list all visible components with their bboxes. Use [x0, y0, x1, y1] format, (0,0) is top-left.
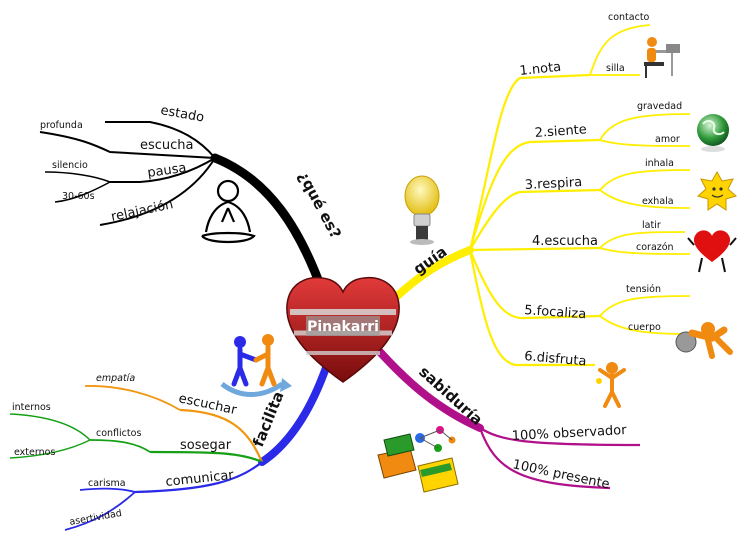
cuerpo-label: cuerpo [628, 322, 661, 333]
latir-label: latir [642, 220, 661, 231]
person-at-desk-icon [644, 37, 680, 78]
inhala-label: inhala [645, 158, 674, 169]
sosegar-label: sosegar [180, 438, 232, 453]
corazon-label: corazón [636, 242, 674, 253]
comunicar-label: comunicar [165, 468, 235, 490]
meditation-icon [201, 179, 256, 244]
branch-sabiduria: sabiduría 100% observador 100% presente [376, 348, 641, 493]
exhala-label: exhala [642, 196, 674, 207]
contacto-label: contacto [608, 12, 650, 23]
central-heart[interactable]: Pinakarri [286, 276, 400, 383]
gravedad-label: gravedad [637, 101, 682, 112]
globe-icon [697, 114, 729, 152]
cheering-figure-icon [596, 362, 626, 408]
branch-facilita: facilita escuchar empatía sosegar confli… [9, 334, 332, 531]
lightbulb-icon [404, 175, 440, 245]
empatia-label: empatía [96, 373, 135, 384]
tension-label: tensión [626, 284, 661, 295]
sun-icon [696, 170, 738, 211]
focaliza-label: 5.focaliza [524, 303, 587, 322]
pausa-label: pausa [146, 161, 187, 181]
relajacion-label: relajación [110, 197, 175, 225]
handshake-icon [220, 334, 292, 397]
nota-label: 1.nota [519, 60, 562, 79]
siente-label: 2.siente [534, 122, 587, 141]
disfruta-label: 6.disfruta [524, 349, 587, 369]
observador-label: 100% observador [511, 423, 627, 444]
escucha-label: escucha [140, 138, 194, 153]
heart-character-icon [687, 230, 737, 273]
presente-label: 100% presente [511, 457, 611, 492]
duracion-label: 30-60s [62, 191, 95, 202]
carisma-label: carisma [88, 478, 126, 489]
respira-label: 3.respira [524, 175, 582, 193]
conflictos-label: conflictos [96, 428, 141, 439]
center-label: Pinakarri [307, 319, 379, 335]
estado-label: estado [159, 103, 205, 125]
branch-guia: guía 1.nota contacto silla 2.siente grav… [391, 12, 738, 408]
asertividad-label: asertividad [69, 508, 123, 528]
branch-que-es: ¿qué es? estado escucha profunda pausa s… [39, 103, 345, 295]
silla-label: silla [606, 63, 625, 74]
externos-label: externos [14, 447, 55, 458]
internos-label: internos [12, 402, 51, 413]
silencio-label: silencio [52, 160, 88, 171]
weightlifter-icon [675, 322, 733, 359]
escucha4-label: 4.escucha [532, 234, 598, 249]
que-es-label: ¿qué es? [294, 168, 344, 241]
books-icon [377, 426, 459, 493]
amor-label: amor [655, 134, 680, 145]
profunda-label: profunda [40, 120, 83, 131]
